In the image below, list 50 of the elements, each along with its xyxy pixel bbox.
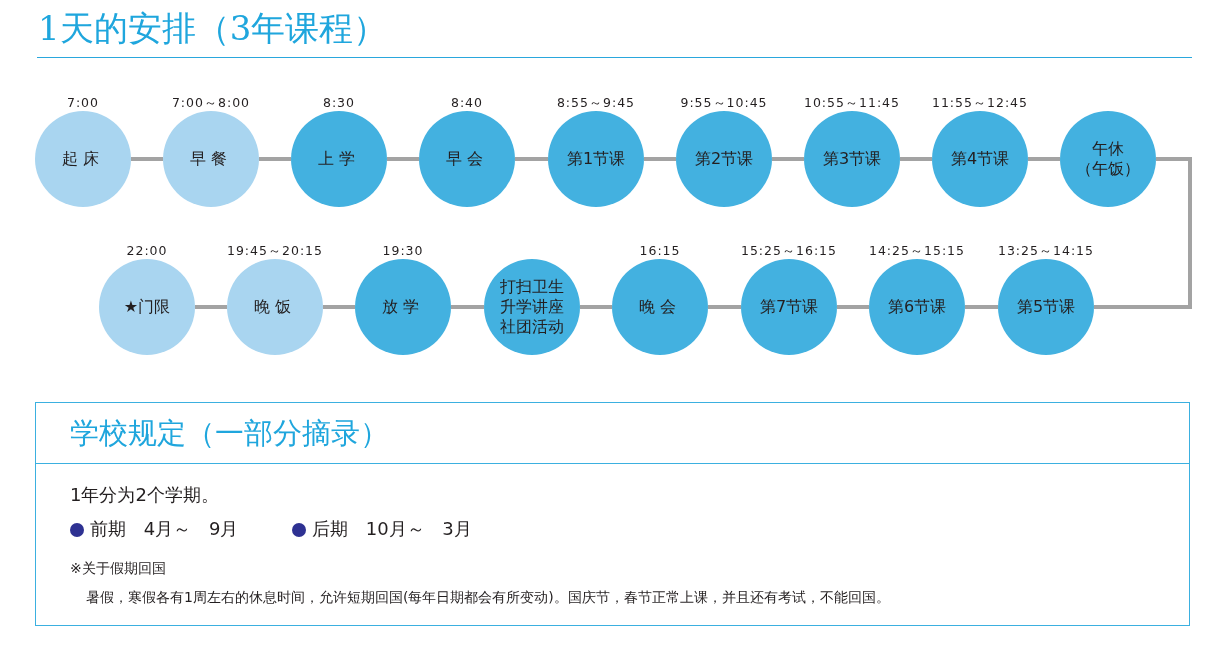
step-label: 第3节课 [822, 149, 882, 169]
step-label: 第6节课 [887, 297, 947, 317]
note-text: 暑假，寒假各有1周左右的休息时间，允许短期回国(每年日期都会有所变动)。国庆节，春节正常上课，并且还有考试，不能回国。 [86, 588, 890, 607]
step-label: 晚饭 [254, 297, 296, 317]
step-label: 打扫卫生 [500, 277, 564, 297]
step-label: 第5节课 [1016, 297, 1076, 317]
connector-line [708, 305, 741, 309]
panel-heading: 学校规定（一部分摘录） [70, 415, 389, 452]
connector-line [772, 157, 804, 161]
step-label: ★门限 [123, 297, 171, 317]
rules-panel [35, 402, 1190, 626]
step-label: 早会 [446, 149, 488, 169]
step-label: 第4节课 [950, 149, 1010, 169]
step-label: 社团活动 [500, 317, 564, 337]
page-title: 1天的安排（3年课程） [38, 7, 388, 50]
connector-line [451, 305, 484, 309]
connector-line [965, 305, 998, 309]
step-label: 午休 [1092, 139, 1124, 159]
connector-line [515, 157, 548, 161]
step-label: 放学 [382, 297, 424, 317]
step-label: 早餐 [190, 149, 232, 169]
time-label: 19:45～20:15 [225, 243, 324, 259]
step-label: 起床 [62, 149, 104, 169]
rule-text: 1年分为2个学期。 [70, 483, 219, 507]
time-label: 8:40 [449, 95, 485, 111]
step-label: 第7节课 [759, 297, 819, 317]
term-text: 后期 10月～ 3月 [312, 517, 472, 541]
connector-line [900, 157, 932, 161]
connector-line [1028, 157, 1060, 161]
connector-line [323, 305, 355, 309]
connector-line [644, 157, 676, 161]
step-label: 第1节课 [566, 149, 626, 169]
time-label: 7:00 [65, 95, 101, 111]
connector-line [131, 157, 163, 161]
step-label: 晚会 [639, 297, 681, 317]
step-label: 上学 [318, 149, 360, 169]
connector-line [387, 157, 419, 161]
connector-line [195, 305, 227, 309]
term-text: 前期 4月～ 9月 [90, 517, 239, 541]
time-label: 8:30 [321, 95, 357, 111]
time-label: 8:55～9:45 [555, 95, 637, 111]
connector-line [259, 157, 291, 161]
step-label: 升学讲座 [500, 297, 564, 317]
note-heading: ※关于假期回国 [70, 559, 166, 578]
step-label: 第2节课 [694, 149, 754, 169]
time-label: 7:00～8:00 [170, 95, 252, 111]
step-label: （午饭） [1076, 159, 1140, 179]
connector-line [837, 305, 869, 309]
connector-line [580, 305, 612, 309]
connector-line [1094, 157, 1192, 309]
